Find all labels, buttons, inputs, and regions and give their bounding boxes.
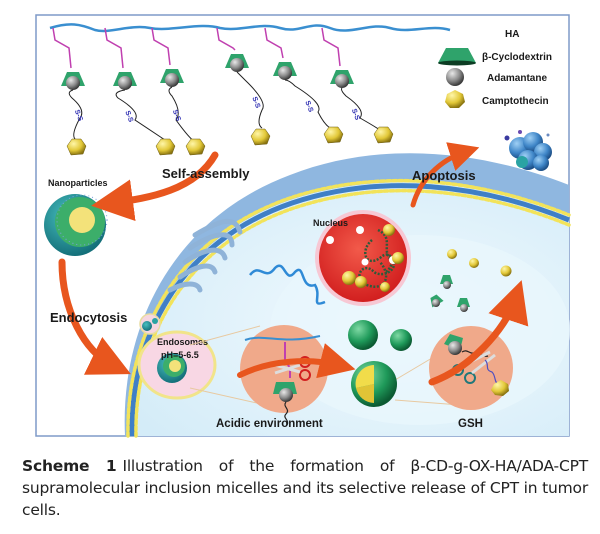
legend-icon-adamantane xyxy=(446,68,464,86)
scheme-illustration: S-S S-S S-S S-S S-S S-S HA β-Cyclodextrin Ada… xyxy=(35,14,571,438)
adamantane xyxy=(230,58,244,72)
legend-label-cyclodextrin: β-Cyclodextrin xyxy=(482,52,552,63)
gsh-label: GSH xyxy=(458,418,483,430)
acidic-zoom-circle: Acidic environment xyxy=(216,325,328,430)
disulfide-tail xyxy=(115,89,166,141)
drug-cluster xyxy=(504,130,552,171)
endosome-ph-label: pH=5-6.5 xyxy=(161,350,199,360)
oxime-linker xyxy=(151,27,171,66)
caption-text: Illustration of the formation of β-CD-g-… xyxy=(22,457,588,519)
oxime-linker xyxy=(216,27,236,51)
camptothecin xyxy=(185,138,206,156)
disulfide-tail xyxy=(68,89,83,141)
apoptosis-arrow xyxy=(410,142,480,208)
camptothecin xyxy=(250,128,271,146)
legend-label-ha: HA xyxy=(505,29,519,40)
oxime-linker xyxy=(52,27,72,69)
adamantane xyxy=(66,76,80,90)
legend-label-camptothecin: Camptothecin xyxy=(482,96,549,107)
conjugate-unit: S-S xyxy=(151,27,206,156)
adamantane xyxy=(278,66,292,80)
nucleus: Nucleus xyxy=(313,210,411,306)
camptothecin xyxy=(373,126,394,144)
endosome: Endosomes pH=5-6.5 xyxy=(137,330,217,400)
legend-icon-cyclodextrin xyxy=(438,48,476,66)
disulfide-tail xyxy=(168,86,196,143)
camptothecin xyxy=(66,138,87,156)
acidic-release-arrow xyxy=(237,343,356,379)
apoptosis-label: Apoptosis xyxy=(412,168,476,183)
released-molecules xyxy=(430,249,512,312)
camptothecin xyxy=(323,126,344,144)
disulfide-label: S-S xyxy=(123,110,134,124)
camptothecin xyxy=(155,138,176,156)
oxime-linker xyxy=(104,27,124,69)
acidic-environment-label: Acidic environment xyxy=(216,418,323,430)
disulfide-label: S-S xyxy=(303,100,314,114)
endocytic-vesicle xyxy=(139,313,161,335)
self-assembly-arrow xyxy=(91,151,219,222)
conjugate-units: S-S S-S S-S S-S S-S S-S xyxy=(52,27,394,156)
legend: HA β-Cyclodextrin Adamantane Camptotheci… xyxy=(438,29,552,108)
conjugate-unit: S-S xyxy=(52,27,87,156)
disulfide-tail xyxy=(284,79,331,129)
legend-icon-camptothecin xyxy=(445,90,465,108)
disulfide-label: S-S xyxy=(350,108,361,122)
caption-label: Scheme 1 xyxy=(22,457,117,475)
disulfide-tail xyxy=(236,71,264,129)
conjugate-unit: S-S xyxy=(264,27,344,144)
ha-chain xyxy=(49,23,451,33)
legend-label-adamantane: Adamantane xyxy=(487,73,547,84)
adamantane xyxy=(118,76,132,90)
cell-membrane-heads-outer xyxy=(126,178,571,438)
disulfide-tail xyxy=(341,87,381,131)
disassembled-micelles xyxy=(348,320,412,407)
disulfide-label: S-S xyxy=(171,109,182,123)
nanoparticles-label: Nanoparticles xyxy=(48,178,108,188)
adamantane xyxy=(165,73,179,87)
endosomes-label: Endosomes xyxy=(157,337,208,347)
gsh-release-arrow xyxy=(428,280,529,386)
process-arrows xyxy=(58,142,529,386)
oxime-linker xyxy=(264,27,284,59)
golgi-apparatus xyxy=(167,219,243,293)
oxime-linker xyxy=(321,27,341,67)
adamantane xyxy=(335,74,349,88)
self-assembly-label: Self-assembly xyxy=(162,166,250,181)
endocytosis-label: Endocytosis xyxy=(50,310,127,325)
conjugate-unit: S-S xyxy=(216,27,271,146)
er-strand xyxy=(249,264,326,305)
disulfide-label: S-S xyxy=(73,109,84,123)
conjugate-unit: S-S xyxy=(104,27,176,156)
disulfide-label: S-S xyxy=(250,96,261,110)
conjugate-unit: S-S xyxy=(321,27,394,144)
endocytosis-arrow xyxy=(58,258,131,375)
nucleus-label: Nucleus xyxy=(313,218,348,228)
